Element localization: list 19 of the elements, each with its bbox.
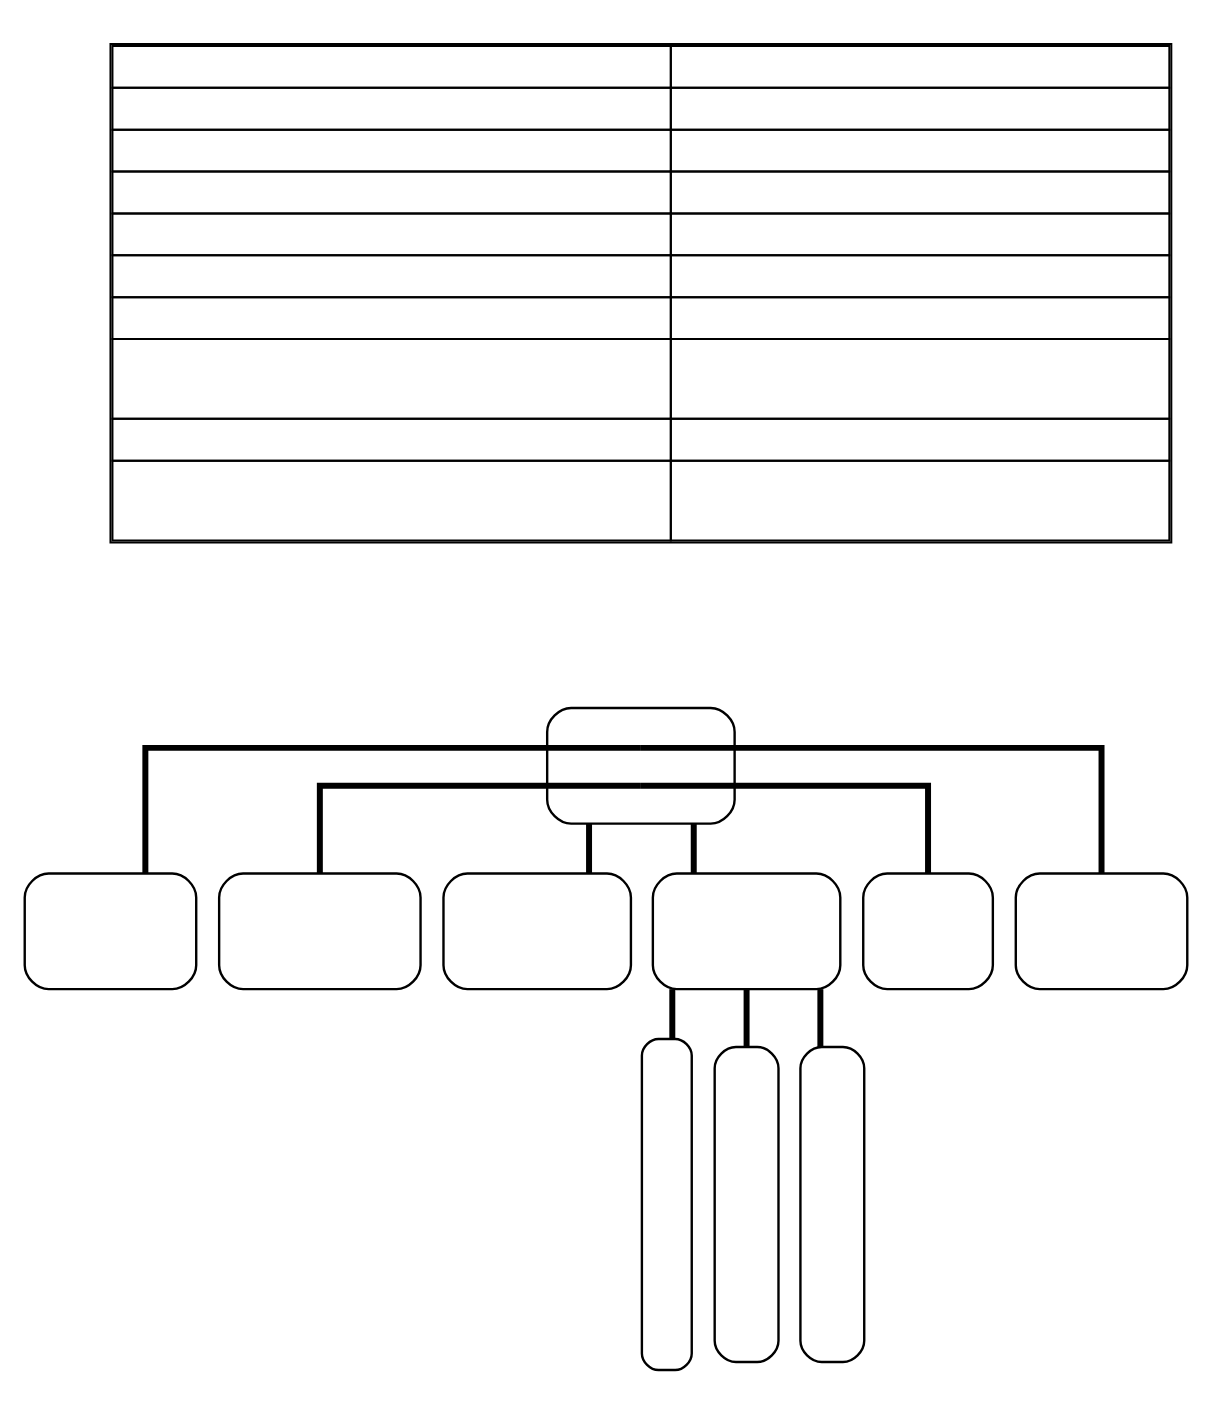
connector (316, 781, 641, 873)
connector (640, 743, 1105, 873)
node-box (545, 705, 736, 824)
connector (743, 988, 750, 1046)
node-box (23, 871, 198, 990)
node-box (640, 1036, 693, 1371)
node-box (862, 871, 995, 990)
connector (690, 822, 697, 873)
node-box (713, 1044, 780, 1363)
connector (669, 988, 676, 1038)
node-box (217, 871, 422, 990)
node-box (651, 871, 842, 990)
connector (142, 743, 641, 873)
connector (586, 822, 593, 873)
node-box (442, 871, 633, 990)
connector (640, 781, 932, 873)
node-box (1014, 871, 1189, 990)
node-box (799, 1044, 866, 1363)
connector (817, 988, 824, 1046)
